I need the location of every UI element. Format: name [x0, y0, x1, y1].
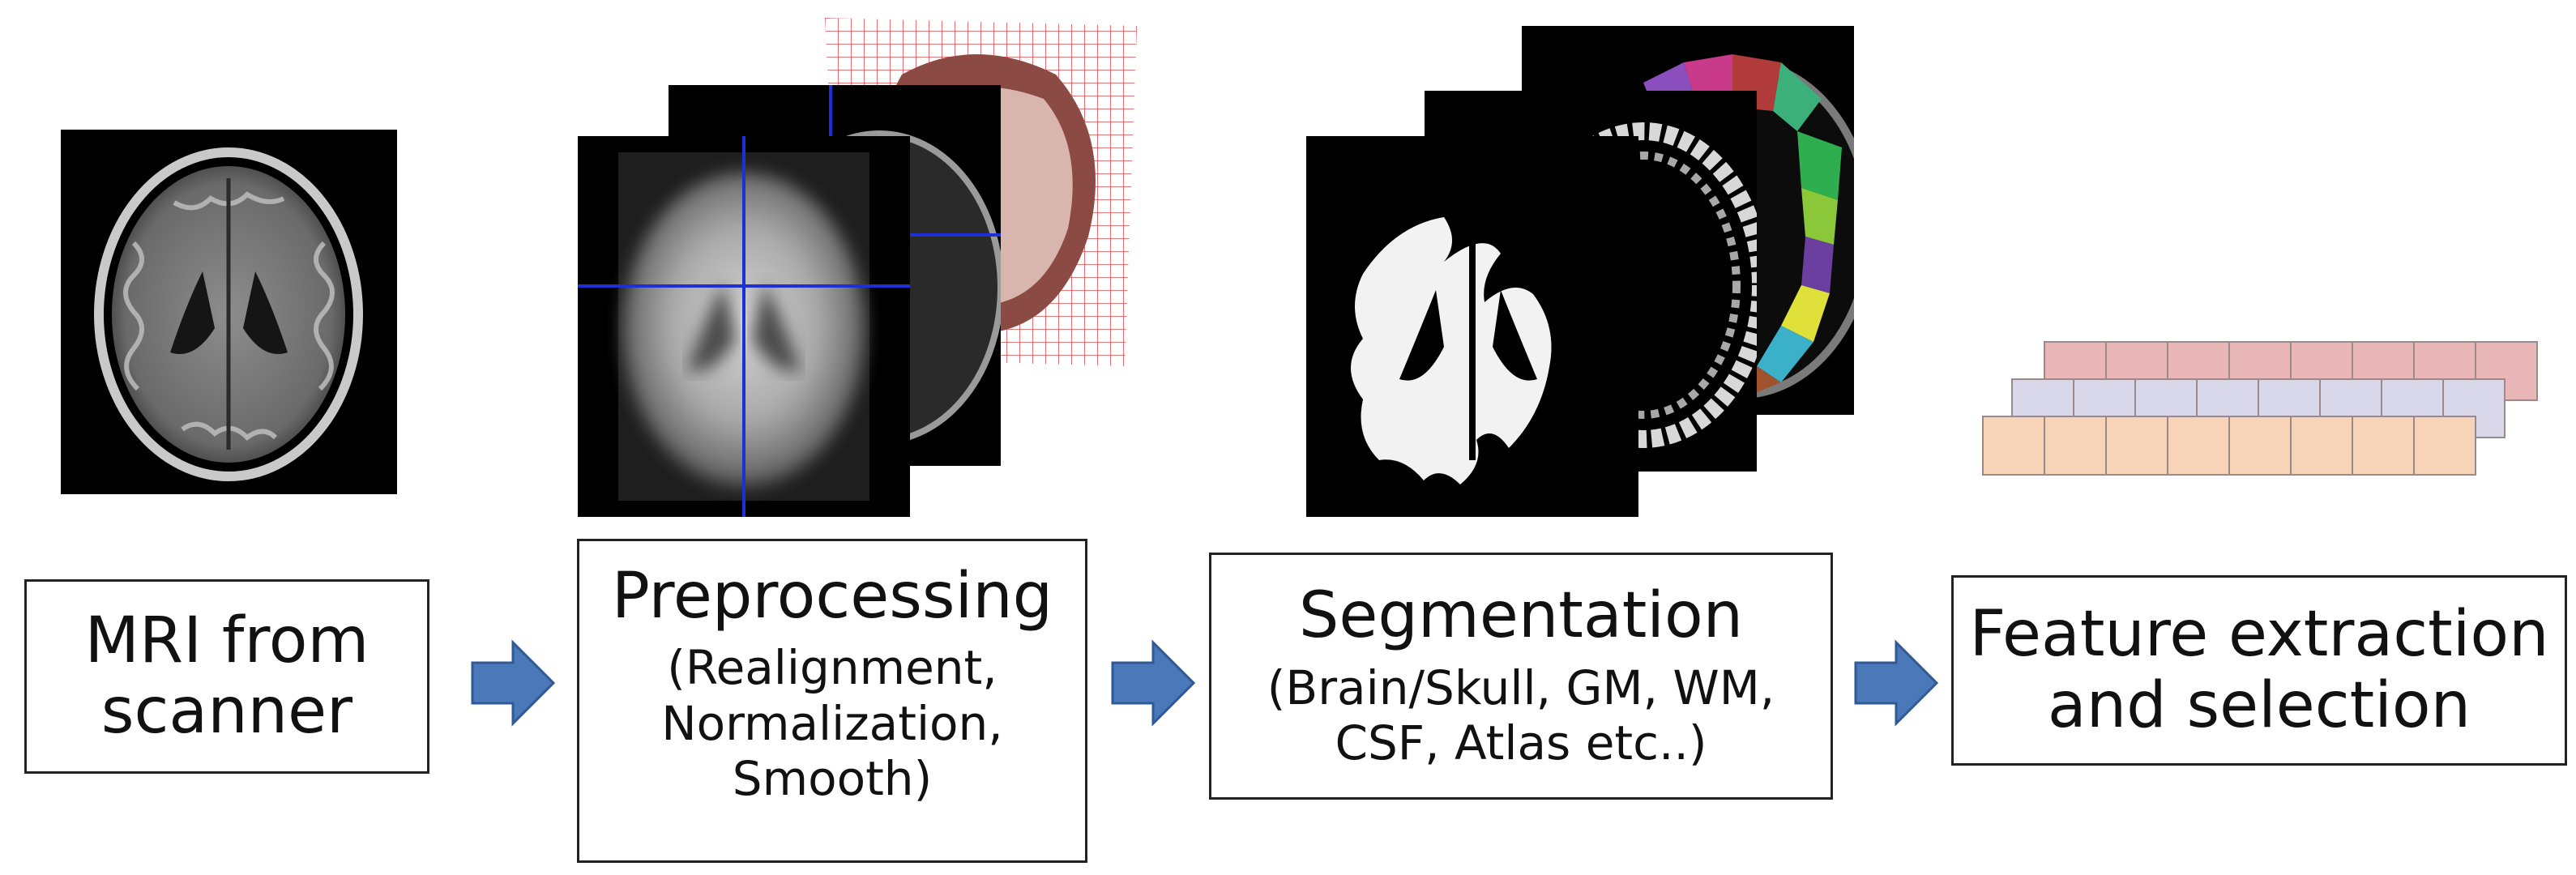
feature-matrix — [1981, 340, 2548, 486]
feature-cell — [2167, 416, 2230, 476]
feature-cell — [2105, 416, 2168, 476]
step-subtitle: (Brain/Skull, GM, WM, CSF, Atlas etc..) — [1267, 659, 1775, 771]
right-arrow-icon — [1852, 638, 1941, 728]
right-arrow-icon — [468, 638, 557, 728]
step-subtitle: (Realignment, Normalization, Smooth) — [661, 640, 1003, 807]
feature-cell — [2352, 416, 2415, 476]
feature-cell — [2228, 416, 2292, 476]
feature-cell — [2044, 416, 2107, 476]
step-title: MRI from scanner — [84, 604, 370, 748]
feature-cell — [2290, 416, 2353, 476]
step-mri-from-scanner: MRI from scanner — [24, 579, 429, 774]
normalized-smoothed-mri-image — [578, 136, 910, 517]
step-title: Feature extraction and selection — [1969, 598, 2549, 742]
raw-mri-image — [61, 130, 397, 494]
step-preprocessing: Preprocessing (Realignment, Normalizatio… — [577, 539, 1087, 863]
step-segmentation: Segmentation (Brain/Skull, GM, WM, CSF, … — [1209, 553, 1833, 800]
feature-cell — [2413, 416, 2476, 476]
step-feature-extraction: Feature extraction and selection — [1951, 575, 2567, 766]
step-title: Preprocessing — [611, 560, 1053, 633]
white-matter-image — [1306, 136, 1638, 517]
right-arrow-icon — [1109, 638, 1198, 728]
feature-cell — [1982, 416, 2045, 476]
step-title: Segmentation — [1298, 579, 1744, 653]
